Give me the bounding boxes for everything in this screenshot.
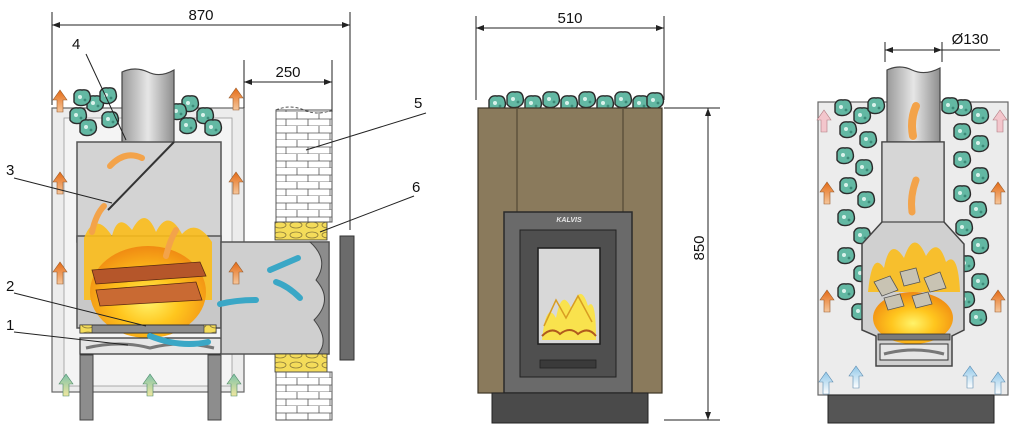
insulation-bottom <box>274 353 328 373</box>
brick-wall-lower <box>275 371 333 421</box>
callout-6: 6 <box>412 179 420 196</box>
dimension-front-width: 510 <box>475 10 665 100</box>
grate-section <box>877 333 951 341</box>
grate-seal-left <box>79 324 93 334</box>
side-section-view: 870 <box>6 7 427 421</box>
callout-4: 4 <box>72 36 80 53</box>
dim-flue: Ø130 <box>952 31 989 48</box>
dimension-flue: Ø130 <box>884 31 1000 62</box>
grate-seal-right <box>203 324 217 334</box>
flame-icon-front <box>541 293 597 340</box>
tunnel-door <box>339 235 355 361</box>
ash-pan-section <box>879 343 949 361</box>
dimension-height: 850 <box>664 107 720 421</box>
callout-3: 3 <box>6 162 14 179</box>
hot-air-arrows-section <box>816 102 1008 395</box>
front-view: 510 KALVIS <box>475 10 720 424</box>
brick-wall-upper <box>275 109 333 223</box>
flame-icon <box>84 217 212 338</box>
leg-right <box>207 354 222 421</box>
callouts-side: 4 3 2 1 5 6 <box>6 36 427 346</box>
base-section <box>827 394 995 424</box>
dim-850: 850 <box>691 235 708 260</box>
hot-air-arrows-side <box>52 87 244 397</box>
callout-2: 2 <box>6 278 14 295</box>
chimney-pipe <box>121 68 175 153</box>
dimension-side-width: 870 <box>51 7 351 230</box>
leg-left <box>79 354 94 421</box>
dim-510: 510 <box>557 10 582 27</box>
callout-5: 5 <box>414 95 422 112</box>
callout-1: 1 <box>6 317 14 334</box>
cold-air-arrows-tunnel <box>147 255 303 347</box>
dimension-tunnel: 250 <box>243 60 333 112</box>
baffle <box>107 141 175 211</box>
dim-870: 870 <box>188 7 213 24</box>
base <box>491 392 649 424</box>
brand-label: KALVIS <box>556 217 582 224</box>
dim-250: 250 <box>275 64 300 81</box>
ash-door <box>539 359 597 369</box>
tunnel-cut <box>308 241 330 355</box>
flame-icon-section <box>868 242 960 344</box>
front-section-view: Ø130 <box>816 31 1009 424</box>
insulation-top <box>274 221 328 241</box>
grate <box>79 324 217 334</box>
